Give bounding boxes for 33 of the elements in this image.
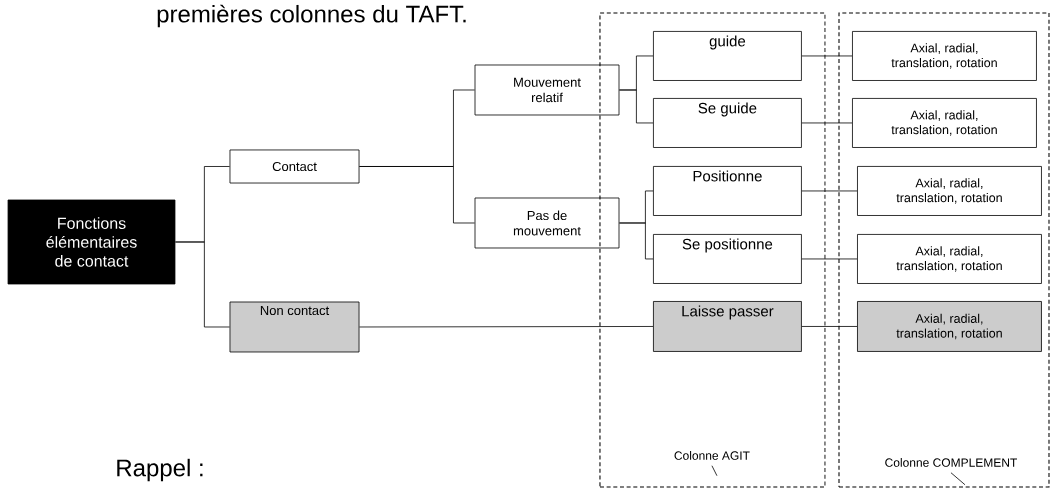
connector-line: [359, 166, 475, 224]
function-box: Positionne: [653, 166, 802, 216]
category-box: Contact: [229, 149, 360, 184]
function-box: Se guide: [653, 98, 802, 148]
connector-line: [801, 122, 853, 124]
connector-line: [801, 326, 858, 327]
column-frame: [599, 12, 826, 488]
heading-text: premières colonnes du TAFT.: [157, 4, 466, 28]
category-box: Non contact: [229, 301, 360, 353]
function-box: Laisse passer: [653, 301, 802, 352]
category-box: Pas de mouvement: [474, 197, 620, 249]
connector-line: [619, 222, 654, 260]
complement-box: Axial, radial, translation, rotation: [857, 234, 1042, 284]
connector-line: [359, 326, 654, 328]
column-frame: [838, 12, 1050, 488]
connector-line: [801, 258, 858, 260]
note-text: Rappel :: [117, 458, 203, 482]
complement-box: Axial, radial, translation, rotation: [857, 166, 1042, 216]
connector-line: [801, 55, 853, 57]
connector-line: [619, 89, 654, 124]
function-box: guide: [653, 31, 802, 81]
complement-box: Axial, radial, translation, rotation: [857, 301, 1042, 352]
leader-line: [711, 465, 718, 477]
column-label: Colonne COMPLEMENT: [885, 458, 1017, 467]
column-label: Colonne AGIT: [674, 451, 750, 460]
connector-line: [801, 190, 858, 192]
complement-box: Axial, radial, translation, rotation: [852, 98, 1037, 148]
function-box: Se positionne: [653, 234, 802, 284]
leader-line: [950, 472, 966, 486]
root-box: Fonctions élémentaires de contact: [7, 199, 176, 285]
category-box: Mouvement relatif: [474, 64, 620, 116]
complement-box: Axial, radial, translation, rotation: [852, 31, 1037, 81]
connector-line: [175, 241, 230, 328]
